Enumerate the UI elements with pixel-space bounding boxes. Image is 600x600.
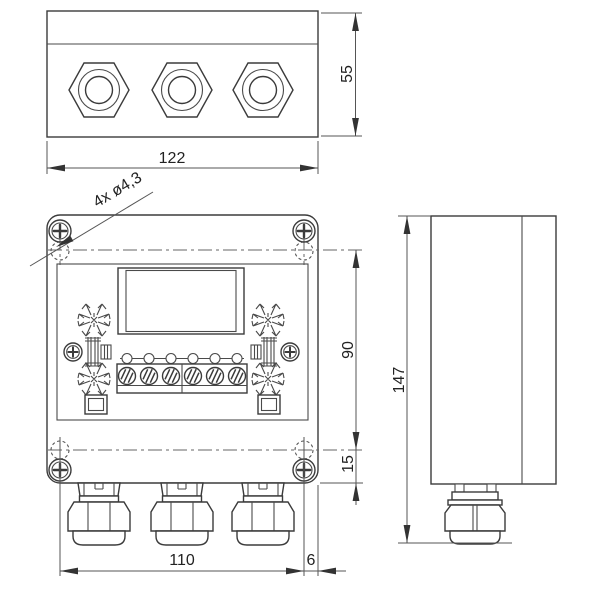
front-view bbox=[46, 214, 363, 546]
inner-panel-outline bbox=[56, 263, 309, 421]
top-view-enclosure-outline bbox=[46, 10, 319, 138]
label-mount-holes: 4x ø4,3 bbox=[90, 169, 145, 211]
panel-screw-left bbox=[63, 342, 83, 362]
cable-gland-side bbox=[444, 483, 506, 545]
cable-gland-front-3 bbox=[231, 482, 295, 546]
cable-gland-hex-1 bbox=[68, 62, 130, 118]
display-window bbox=[117, 267, 245, 335]
star-washer-bottom-right bbox=[251, 362, 285, 396]
dimension-hole-pitch-90: 90 bbox=[340, 250, 360, 450]
square-cutout-right bbox=[257, 394, 281, 415]
heatsink-assembly-right bbox=[250, 303, 300, 396]
dimension-bottom-offset-15: 15 bbox=[320, 450, 363, 505]
dimension-depth-55: 55 bbox=[321, 12, 362, 137]
square-cutout-left bbox=[84, 394, 108, 415]
terminal-block bbox=[116, 352, 248, 394]
cable-gland-hex-3 bbox=[232, 62, 294, 118]
star-washer-bottom-left bbox=[77, 362, 111, 396]
star-washer-top-right bbox=[251, 303, 285, 337]
dimension-width-122: 122 bbox=[46, 141, 319, 174]
side-enclosure-outline bbox=[430, 215, 557, 485]
cable-gland-hex-2 bbox=[151, 62, 213, 118]
callout-mount-holes: 4x ø4,3 bbox=[29, 169, 154, 267]
dimension-hole-pitch-110: 110 bbox=[59, 437, 305, 576]
dim-label-147: 147 bbox=[391, 367, 408, 394]
cable-gland-front-1 bbox=[67, 482, 131, 546]
dim-label-6: 6 bbox=[307, 552, 316, 569]
top-view bbox=[46, 10, 319, 138]
star-washer-top-left bbox=[77, 303, 111, 337]
dim-label-110: 110 bbox=[169, 552, 195, 569]
dim-label-122: 122 bbox=[159, 150, 186, 167]
dimension-overall-height-147: 147 bbox=[391, 215, 512, 544]
dim-label-55: 55 bbox=[339, 65, 356, 83]
side-view bbox=[430, 215, 557, 545]
dim-label-90: 90 bbox=[340, 341, 357, 359]
cable-gland-front-2 bbox=[150, 482, 214, 546]
hole-crosshair-ticks bbox=[59, 236, 305, 265]
panel-screw-right bbox=[280, 342, 300, 362]
dim-label-15: 15 bbox=[340, 455, 357, 473]
lid-screw-top-right bbox=[291, 218, 317, 244]
dimension-side-offset-6: 6 bbox=[304, 485, 346, 576]
heatsink-assembly-left bbox=[63, 303, 112, 396]
